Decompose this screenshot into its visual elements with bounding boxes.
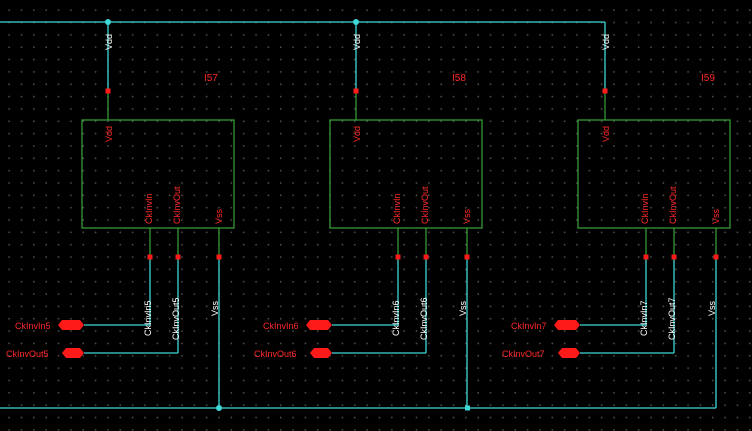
input-port-label: CkInvIn6 xyxy=(263,321,299,331)
pin-square[interactable] xyxy=(395,254,401,260)
vss-net-label: Vss xyxy=(707,300,717,316)
instance-name: I58 xyxy=(452,73,466,84)
inverter-symbol-box[interactable] xyxy=(329,119,483,229)
pin-label-in: CkInvIn xyxy=(640,193,650,224)
pin-label-out: CkInvOut xyxy=(420,186,430,224)
output-port-icon[interactable] xyxy=(558,348,580,358)
pin-square[interactable] xyxy=(175,254,181,260)
pin-square[interactable] xyxy=(353,88,359,94)
pin-label-vdd: Vdd xyxy=(352,126,362,142)
pin-square[interactable] xyxy=(602,88,608,94)
pin-label-out: CkInvOut xyxy=(172,186,182,224)
inverter-symbol-box[interactable] xyxy=(81,119,235,229)
pin-square[interactable] xyxy=(216,254,222,260)
instance-i59[interactable]: I59 Vdd Vdd CkInvIn CkInvOut Vss CkInvIn… xyxy=(502,22,731,408)
pin-label-in: CkInvIn xyxy=(392,193,402,224)
output-port-icon[interactable] xyxy=(310,348,332,358)
pin-label-out: CkInvOut xyxy=(668,186,678,224)
output-port-label: CkInvOut5 xyxy=(6,349,49,359)
pin-square[interactable] xyxy=(147,254,153,260)
instance-i58[interactable]: I58 Vdd Vdd CkInvIn CkInvOut Vss CkInvIn… xyxy=(254,22,483,408)
vdd-net-label: Vdd xyxy=(352,34,362,50)
instance-name: I57 xyxy=(204,73,218,84)
in-net-label: CkInvIn7 xyxy=(639,300,649,336)
input-port-label: CkInvIn5 xyxy=(15,321,51,331)
input-port-icon[interactable] xyxy=(306,320,332,330)
in-net-label: CkInvIn6 xyxy=(391,300,401,336)
pin-square[interactable] xyxy=(423,254,429,260)
input-port-icon[interactable] xyxy=(58,320,84,330)
pin-square[interactable] xyxy=(713,254,719,260)
out-net-label: CkInvOut5 xyxy=(171,297,181,340)
instance-i57[interactable]: I57 Vdd Vdd CkInvIn CkInvOut Vss CkInvIn… xyxy=(6,22,235,408)
pin-square[interactable] xyxy=(671,254,677,260)
input-port-label: CkInvIn7 xyxy=(511,321,547,331)
vdd-net-label: Vdd xyxy=(601,34,611,50)
vss-net-label: Vss xyxy=(210,300,220,316)
output-port-icon[interactable] xyxy=(62,348,84,358)
pin-label-vdd: Vdd xyxy=(104,126,114,142)
vss-net-label: Vss xyxy=(458,300,468,316)
inverter-symbol-box[interactable] xyxy=(577,119,731,229)
pin-label-vss: Vss xyxy=(214,208,224,224)
output-port-label: CkInvOut6 xyxy=(254,349,297,359)
pin-square[interactable] xyxy=(105,88,111,94)
pin-square[interactable] xyxy=(643,254,649,260)
pin-label-in: CkInvIn xyxy=(144,193,154,224)
pin-label-vss: Vss xyxy=(462,208,472,224)
pin-label-vss: Vss xyxy=(711,208,721,224)
vdd-net-label: Vdd xyxy=(104,34,114,50)
pin-label-vdd: Vdd xyxy=(601,126,611,142)
out-net-label: CkInvOut7 xyxy=(667,297,677,340)
output-port-label: CkInvOut7 xyxy=(502,349,545,359)
input-port-icon[interactable] xyxy=(554,320,580,330)
instance-name: I59 xyxy=(701,73,715,84)
pin-square[interactable] xyxy=(464,254,470,260)
out-net-label: CkInvOut6 xyxy=(419,297,429,340)
in-net-label: CkInvIn5 xyxy=(143,300,153,336)
